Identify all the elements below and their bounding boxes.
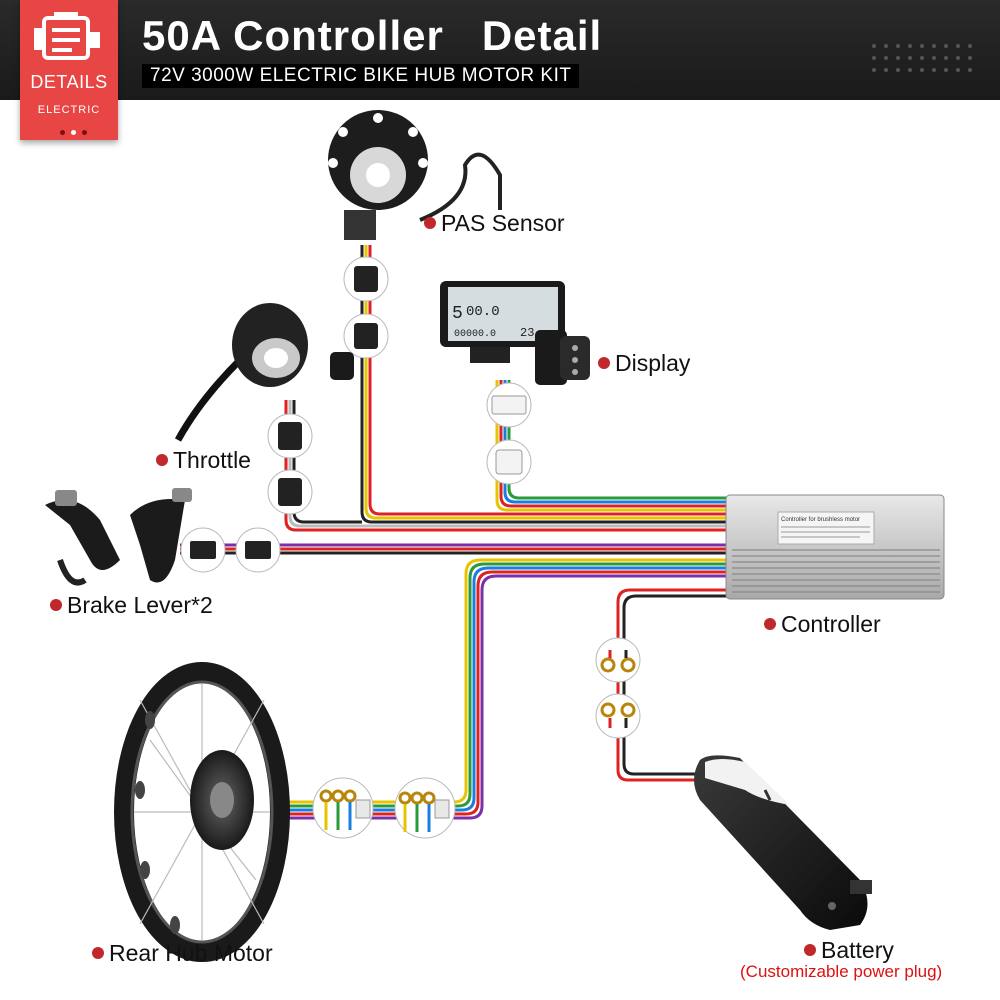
rear-hub-motor-image [114, 662, 290, 962]
page-subtitle: 72V 3000W ELECTRIC BIKE HUB MOTOR KIT [142, 64, 580, 88]
badge-dots [57, 122, 90, 140]
label-dot [598, 357, 610, 369]
brake-lever-label: Brake Lever*2 [50, 592, 213, 619]
rear-hub-motor-label: Rear Hub Motor [92, 940, 273, 967]
label-dot [92, 947, 104, 959]
brake-lever-image [45, 488, 192, 586]
pas-wire [360, 245, 730, 524]
battery-note: (Customizable power plug) [740, 962, 943, 981]
engine-icon [34, 12, 100, 60]
display-image: 5 00.0 00000.0 23 [440, 281, 590, 385]
throttle-connector-2 [267, 469, 313, 515]
badge-subtitle: ELECTRIC [37, 104, 101, 116]
brake-connector-1 [180, 527, 226, 573]
pas-sensor-label: PAS Sensor [424, 210, 565, 237]
motor-wire [280, 558, 730, 820]
battery-connector-1 [595, 637, 641, 683]
details-badge: DETAILS ELECTRIC [20, 0, 118, 140]
battery-wire [616, 588, 730, 782]
brake-connector-2 [235, 527, 281, 573]
controller-image: Controller for brushless motor [725, 494, 945, 600]
display-speed-readout: 00.0 [466, 304, 500, 320]
display-wire [495, 380, 730, 512]
battery-image [694, 755, 872, 930]
display-connector-1 [486, 382, 532, 428]
display-temp-readout: 23 [520, 326, 534, 340]
motor-connector-2 [394, 777, 456, 839]
display-level-readout: 5 [452, 304, 463, 324]
label-dot [424, 217, 436, 229]
label-dot [764, 618, 776, 630]
label-dot [50, 599, 62, 611]
label-dot [156, 454, 168, 466]
badge-title: DETAILS [30, 72, 108, 92]
battery-label: Battery [804, 937, 894, 964]
display-connector-2 [486, 439, 532, 485]
pas-connector-1 [343, 256, 389, 302]
decorative-dot-grid [872, 44, 972, 72]
motor-connector-1 [312, 777, 374, 839]
pas-connector-2 [343, 313, 389, 359]
controller-plate-text: Controller for brushless motor [781, 517, 860, 523]
throttle-label: Throttle [156, 447, 251, 474]
controller-label: Controller [764, 611, 881, 638]
throttle-image [174, 303, 354, 442]
label-dot [804, 944, 816, 956]
throttle-connector-1 [267, 413, 313, 459]
pas-sensor-image [328, 110, 502, 240]
display-label: Display [598, 350, 690, 377]
page-title: 50A Controller Detail [142, 12, 603, 59]
battery-connector-2 [595, 693, 641, 739]
display-odo-readout: 00000.0 [454, 329, 496, 340]
